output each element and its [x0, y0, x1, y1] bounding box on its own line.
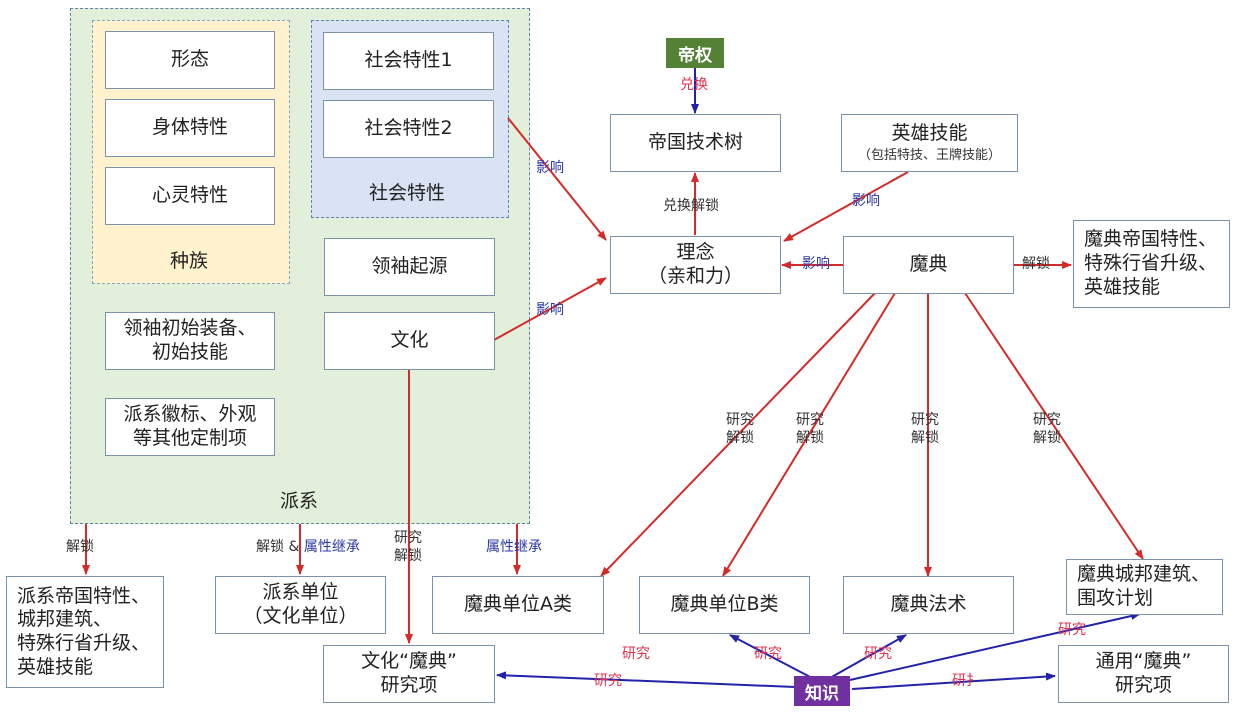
- label-unlock-faction-traits: 解锁: [66, 539, 94, 555]
- edge-knowledge-unitb: [729, 634, 813, 679]
- faction-traits-box: 派系帝国特性、 城邦建筑、 特殊行省升级、 英雄技能: [6, 576, 164, 688]
- label-research-city: 研究解锁: [1033, 412, 1061, 447]
- label-exchange-unlock: 兑换解锁: [663, 198, 719, 214]
- social-trait2-box: 社会特性2: [323, 100, 494, 158]
- codex-unit-a-box: 魔典单位A类: [432, 576, 604, 634]
- label-attr-inherit-unita: 属性继承: [486, 539, 542, 555]
- body-trait-box: 身体特性: [105, 99, 275, 157]
- knowledge-tag: 知识: [794, 676, 850, 706]
- edge-hero-ideal: [783, 171, 909, 242]
- label-research-knowledge-unitb: 研究: [754, 646, 782, 662]
- label-research-culture-research: 研究: [594, 673, 622, 689]
- faction-unit-box: 派系单位 （文化单位）: [215, 576, 386, 634]
- general-research-box: 通用“魔典” 研究项: [1058, 645, 1229, 703]
- label-exchange: 兑换: [680, 77, 708, 93]
- mind-trait-box: 心灵特性: [105, 167, 275, 225]
- form-box: 形态: [105, 31, 275, 89]
- emperor-power-tag: 帝权: [666, 38, 724, 68]
- label-influence-social: 影响: [536, 160, 564, 176]
- label-research-knowledge-city: 研究: [1058, 622, 1086, 638]
- label-research-spell: 研究解锁: [911, 412, 939, 447]
- edge-knowledge-general: [851, 672, 1056, 690]
- culture-research-box: 文化“魔典” 研究项: [323, 645, 495, 703]
- edge-knowledge-culture-research: [496, 671, 796, 688]
- label-research-unitb: 研究解锁: [796, 412, 824, 447]
- codex-city-box: 魔典城邦建筑、 围攻计划: [1066, 559, 1223, 615]
- emblem-box: 派系徽标、外观 等其他定制项: [105, 398, 275, 456]
- leader-origin-box: 领袖起源: [324, 238, 495, 296]
- faction-group-label: 派系: [280, 490, 319, 512]
- edge-codex-unita: [600, 292, 876, 577]
- label-research-knowledge-general: 研扌: [952, 673, 980, 689]
- race-group-label: 种族: [170, 250, 209, 272]
- edge-knowledge-spell: [829, 634, 907, 679]
- edge-knowledge-city: [849, 612, 1141, 681]
- edge-codex-unitb: [722, 292, 896, 577]
- label-unlock-attr-inherit: 解锁 & 属性继承: [256, 539, 360, 555]
- edge-culture-ideal: [493, 277, 607, 341]
- label-research-knowledge-spell: 研究: [864, 646, 892, 662]
- tech-tree-box: 帝国技术树: [610, 114, 781, 172]
- codex-box: 魔典: [843, 236, 1014, 294]
- label-influence-codex: 影响: [802, 256, 830, 272]
- culture-box: 文化: [324, 312, 495, 370]
- label-influence-hero: 影响: [852, 193, 880, 209]
- label-research-culture: 研究解锁: [394, 530, 422, 565]
- ideal-box: 理念 （亲和力）: [610, 236, 781, 294]
- label-influence-culture: 影响: [536, 302, 564, 318]
- label-research-knowledge-unita: 研究: [622, 646, 650, 662]
- edge-codex-city: [964, 292, 1144, 560]
- leader-equip-box: 领袖初始装备、 初始技能: [105, 312, 275, 370]
- hero-skill-box: 英雄技能 （包括特技、王牌技能）: [841, 114, 1018, 172]
- codex-unit-b-box: 魔典单位B类: [639, 576, 810, 634]
- codex-spell-box: 魔典法术: [843, 576, 1014, 634]
- social-group-label: 社会特性: [369, 182, 446, 204]
- label-unlock-traits: 解锁: [1022, 256, 1050, 272]
- social-trait1-box: 社会特性1: [323, 32, 494, 90]
- label-research-unita: 研究解锁: [726, 412, 754, 447]
- codex-traits-box: 魔典帝国特性、 特殊行省升级、 英雄技能: [1073, 220, 1230, 308]
- edge-social2-ideal: [507, 117, 607, 241]
